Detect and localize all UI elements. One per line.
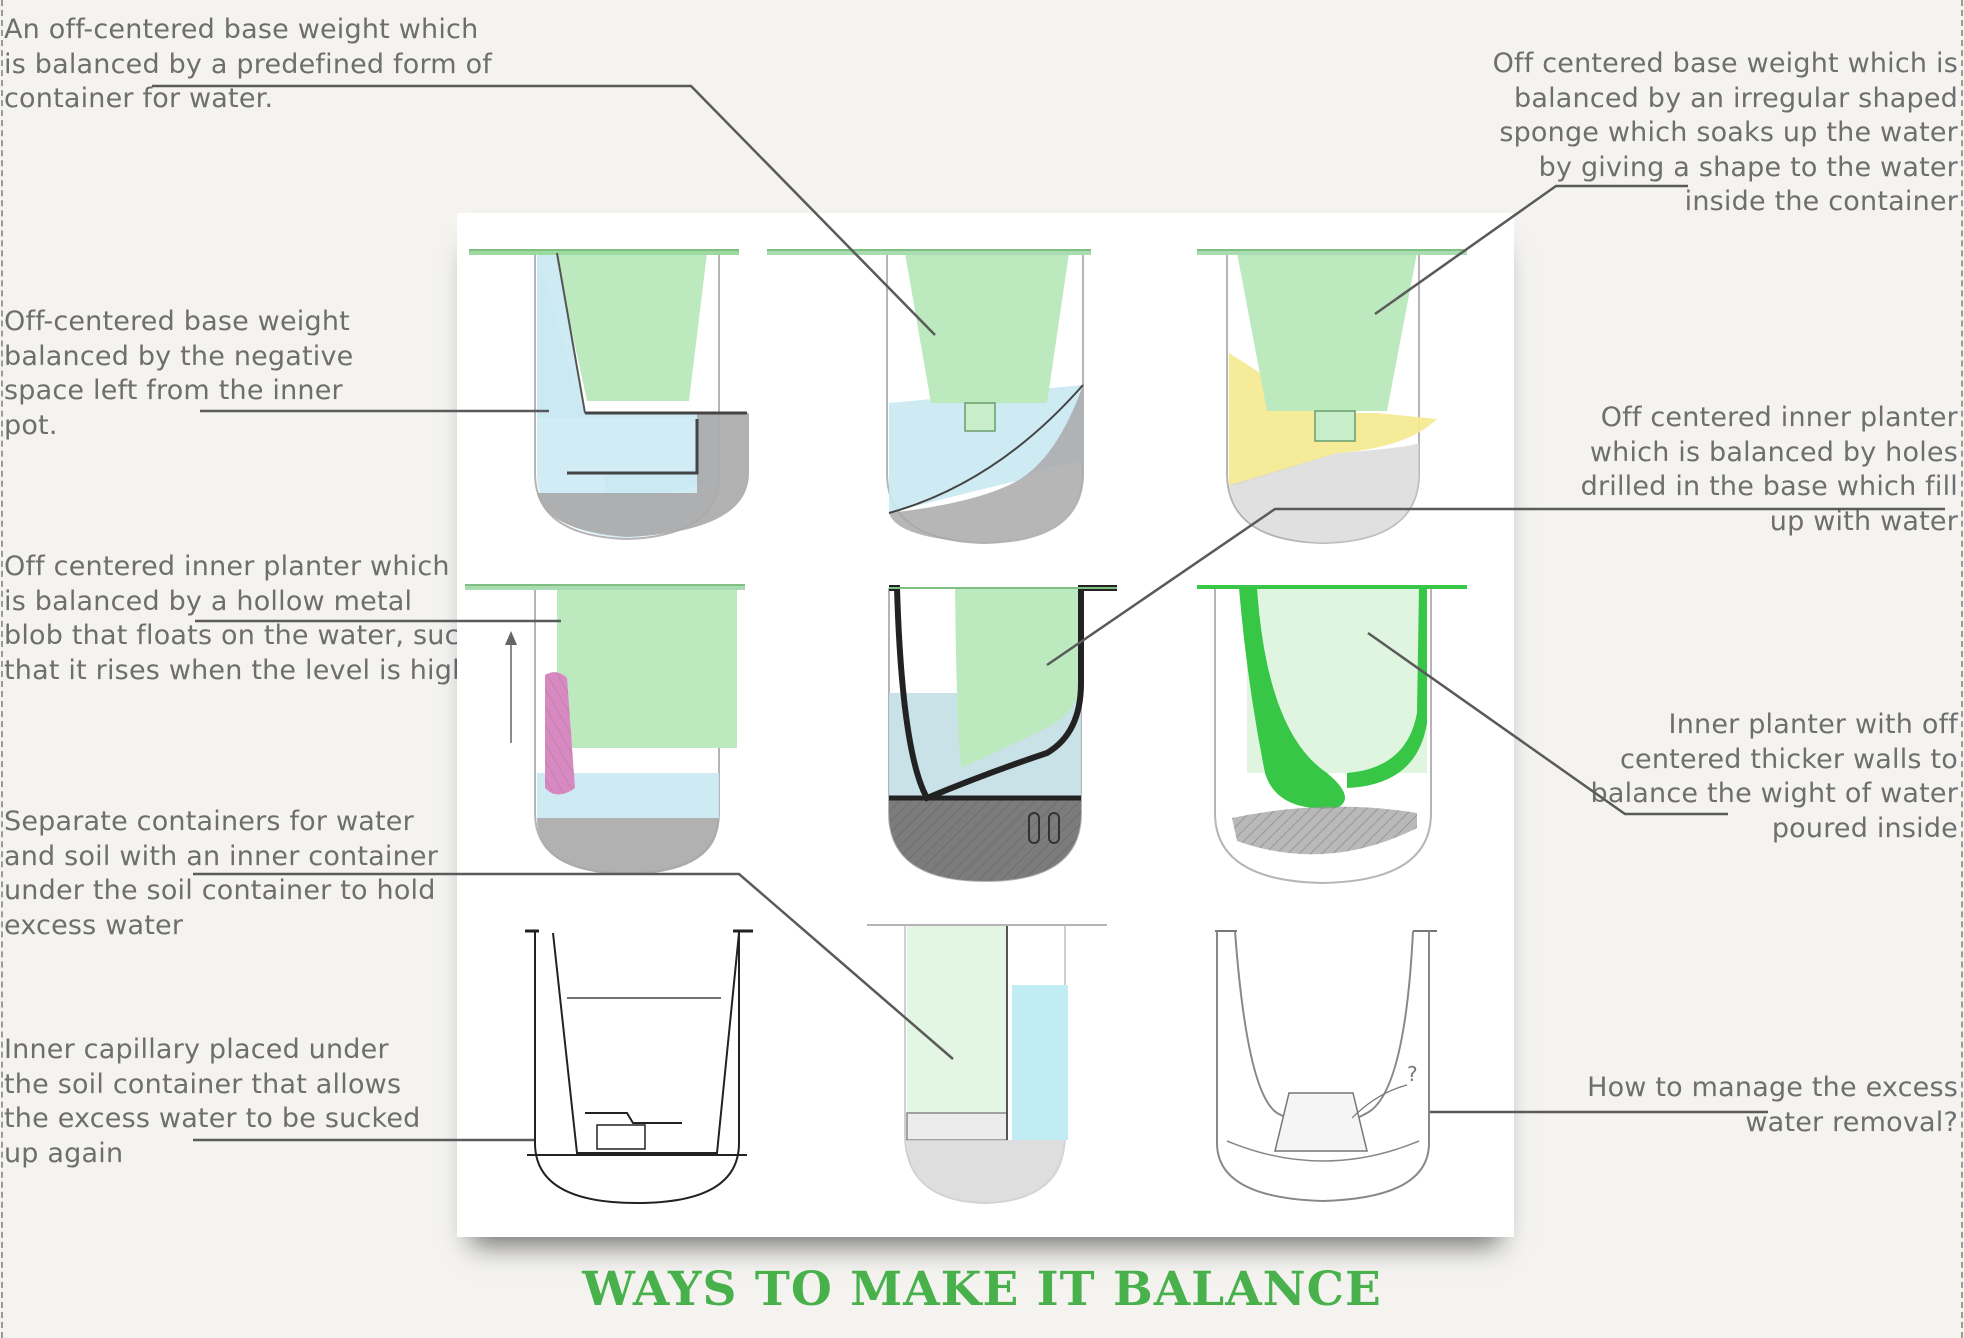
annotation-excess-water-removal: How to manage the excess water removal?: [1587, 1072, 1958, 1138]
sketch-separate-containers: [525, 929, 753, 1205]
sketch-irregular-sponge: [767, 249, 1091, 545]
left-dashed-border: [1, 0, 3, 1338]
sketch-thicker-walls: [1197, 585, 1467, 885]
sketch-floating-blob: [465, 584, 745, 875]
annotation-thicker-walls: Inner planter with off centered thicker …: [1590, 709, 1958, 844]
sketch-yellow-sponge: [1197, 249, 1467, 545]
annotation-predefined-water-container: An off-centered base weight which is bal…: [4, 14, 493, 114]
annotation-negative-space: Off-centered base weight balanced by the…: [4, 306, 354, 441]
sketch-grid: ?: [465, 249, 1467, 1205]
sketch-question-mark: ?: [1407, 1062, 1418, 1086]
right-dashed-border: [1961, 0, 1963, 1338]
annotation-floating-metal-blob: Off centered inner planter which is bala…: [4, 551, 477, 686]
sketch-excess-water: ?: [1215, 930, 1437, 1203]
sketch-panel: ?: [457, 213, 1514, 1237]
annotation-drilled-holes: Off centered inner planter which is bala…: [1580, 402, 1958, 537]
annotation-separate-containers: Separate containers for water and soil w…: [4, 806, 439, 941]
annotation-inner-capillary: Inner capillary placed under the soil co…: [4, 1034, 421, 1169]
sketch-predefined-water-container: [469, 249, 749, 541]
sketch-inner-capillary: [867, 924, 1107, 1205]
page-title: WAYS TO MAKE IT BALANCE: [582, 1262, 1382, 1317]
annotation-irregular-sponge: Off centered base weight which is balanc…: [1492, 48, 1958, 217]
sketch-drilled-holes: [888, 585, 1117, 883]
